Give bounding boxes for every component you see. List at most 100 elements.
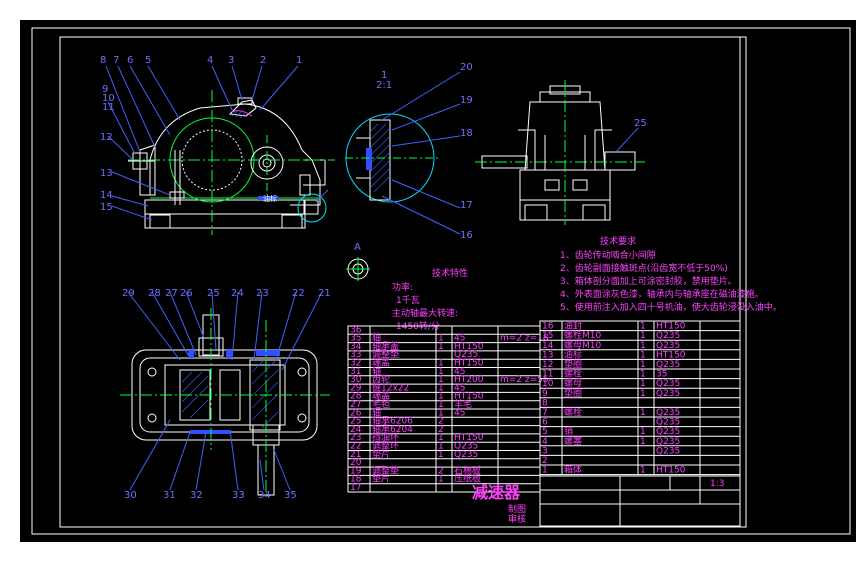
scale-ratio: 2:1 [376,80,392,91]
bom-cell-name: 轴承盖 [372,340,399,352]
label-26: 26 [180,288,193,299]
bom-cell-qty: 1 [640,360,646,370]
side-view [475,80,645,225]
bom-cell-no: 6 [542,418,548,428]
bom-cell-mat: HT150 [454,342,484,352]
label-3: 3 [228,55,234,66]
bom-cell-qty: 2 [438,425,444,435]
drawing-title: 减速器 [472,483,521,502]
bom-cell-no: 27 [350,400,361,410]
bom-cell-mat: 45 [454,334,465,344]
bom-cell-mat: Q235 [656,408,680,418]
bom-cell-no: 8 [542,398,548,408]
label-7: 7 [113,55,119,66]
bom-cell-no: 3 [542,446,548,456]
bom-cell-name: 挡油环 [372,431,399,443]
top-view [120,291,330,500]
tech-req-item-1: 1、齿轮传动啮合小间隙 [560,249,656,261]
bom-cell-no: 21 [350,450,361,460]
bom-cell-mat: HT150 [656,350,686,360]
bom-cell-name: 轴承6206 [372,415,413,427]
drawing-viewport[interactable]: 油标 8 7 6 5 4 3 2 1 9 10 11 12 13 14 15 [20,20,856,542]
bom-cell-no: 36 [350,325,362,335]
bom-cell-name: 螺栓 [564,368,582,380]
bom-cell-name: 齿轮 [372,373,390,385]
front-view: 油标 [105,65,335,235]
label-30: 30 [124,490,137,501]
label-8: 8 [100,55,106,66]
tech-req-item-5: 5、使用前注入加入四十号机油，使大齿轮浸没入油中。 [560,301,782,313]
bom-cell-qty: 1 [438,342,444,352]
bom-cell-name: 油标 [564,348,582,360]
label-5: 5 [145,55,151,66]
label-32: 32 [190,490,203,501]
label-23: 23 [256,288,269,299]
bom-cell-name: 垫圈 [564,358,582,370]
bom-cell-qty: 1 [640,466,646,476]
bom-cell-no: 20 [350,458,362,468]
bom-cell-qty: 1 [438,450,444,460]
label-34: 34 [258,490,271,501]
bom-cell-mat: Q235 [656,360,680,370]
bom-cell-mat: Q235 [656,427,680,437]
bom-cell-no: 4 [542,437,548,447]
bom-cell-no: 2 [542,456,548,466]
label-13: 13 [100,168,113,179]
bom-cell-no: 16 [542,322,554,332]
bom-cell-qty: 1 [438,334,444,344]
bom-cell-no: 18 [350,475,362,485]
tech-spec-title: 技术特性 [432,267,468,279]
label-6: 6 [127,55,133,66]
label-2: 2 [260,55,266,66]
label-25-side: 25 [634,118,647,129]
bom-cell-qty: 1 [640,331,646,341]
label-17: 17 [460,200,473,211]
bom-cell-qty: 1 [438,367,444,377]
cad-drawing: 油标 8 7 6 5 4 3 2 1 9 10 11 12 13 14 15 [31,27,851,535]
label-11: 11 [102,102,115,113]
frame-gap [739,36,747,528]
bom-cell-name: 轴承6204 [372,423,413,435]
bom-cell-qty: 2 [438,466,444,476]
bom-cell-name: 调整垫 [372,464,399,476]
bom-cell-name: 箱体 [564,464,582,476]
bom-cell-mat: 45 [454,383,465,393]
bom-cell-name: 螺栓 [564,406,582,418]
bom-cell-name: 端盖 [372,357,390,369]
bom-cell-no: 34 [350,342,362,352]
bom-cell-qty: 1 [640,389,646,399]
bom-cell-mat: 45 [454,367,465,377]
bom-cell-no: 22 [350,442,361,452]
label-10: 10 [102,93,115,104]
bom-cell-name: 键12x22 [372,381,409,393]
bom-cell-mat: 45 [454,408,465,418]
title-block: 减速器 1:3 制图 审核 [472,475,741,527]
bom-cell-mat: 35 [656,370,667,380]
bom-cell-name: 轴 [372,332,381,344]
label-21: 21 [318,288,331,299]
bom-cell-name: 螺塞 [564,435,582,447]
bom-cell-qty: 1 [640,350,646,360]
bom-cell-no: 5 [542,427,548,437]
bom-cell-no: 12 [542,360,553,370]
bom-cell-name: 垫片 [372,448,390,460]
tech-requirements: 技术要求 1、齿轮传动啮合小间隙 2、齿轮副面接触斑点(沿齿宽不低于50%) 3… [560,235,782,313]
top-view-labels: 29 28 27 26 25 24 23 22 21 30 31 32 33 3… [122,288,331,501]
bom-cell-qty: 1 [438,383,444,393]
label-16: 16 [460,230,473,241]
label-1: 1 [296,55,302,66]
bom-cell-no: 13 [542,350,553,360]
label-12: 12 [100,132,113,143]
bom-cell-qty: 1 [438,392,444,402]
front-view-labels: 8 7 6 5 4 3 2 1 9 10 11 12 13 14 15 1 2:… [100,55,392,213]
label-35: 35 [284,490,297,501]
bom-cell-qty: 1 [640,408,646,418]
tech-spec-line-1: 功率: [392,281,413,293]
bom-cell-no: 19 [350,466,362,476]
bom-cell-name: 垫圈 [564,387,582,399]
bom-cell-no: 9 [542,389,548,399]
bom-cell-no: 10 [542,379,554,389]
bom-cell-no: 30 [350,375,362,385]
bom-cell-mat: HT150 [656,322,686,332]
